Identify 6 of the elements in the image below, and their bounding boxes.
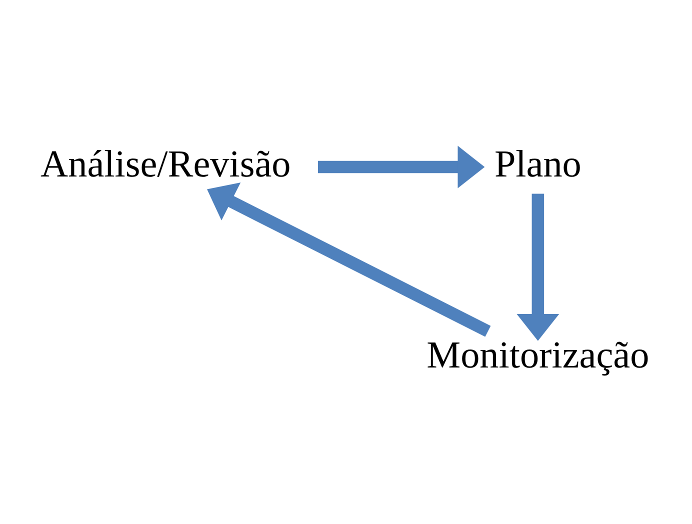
node-text: Plano (494, 142, 582, 185)
arrow (318, 145, 485, 188)
node-text: Análise/Revisão (40, 142, 291, 185)
arrow (516, 193, 560, 340)
node-text: Monitorização (426, 334, 650, 376)
arrow (207, 182, 491, 336)
